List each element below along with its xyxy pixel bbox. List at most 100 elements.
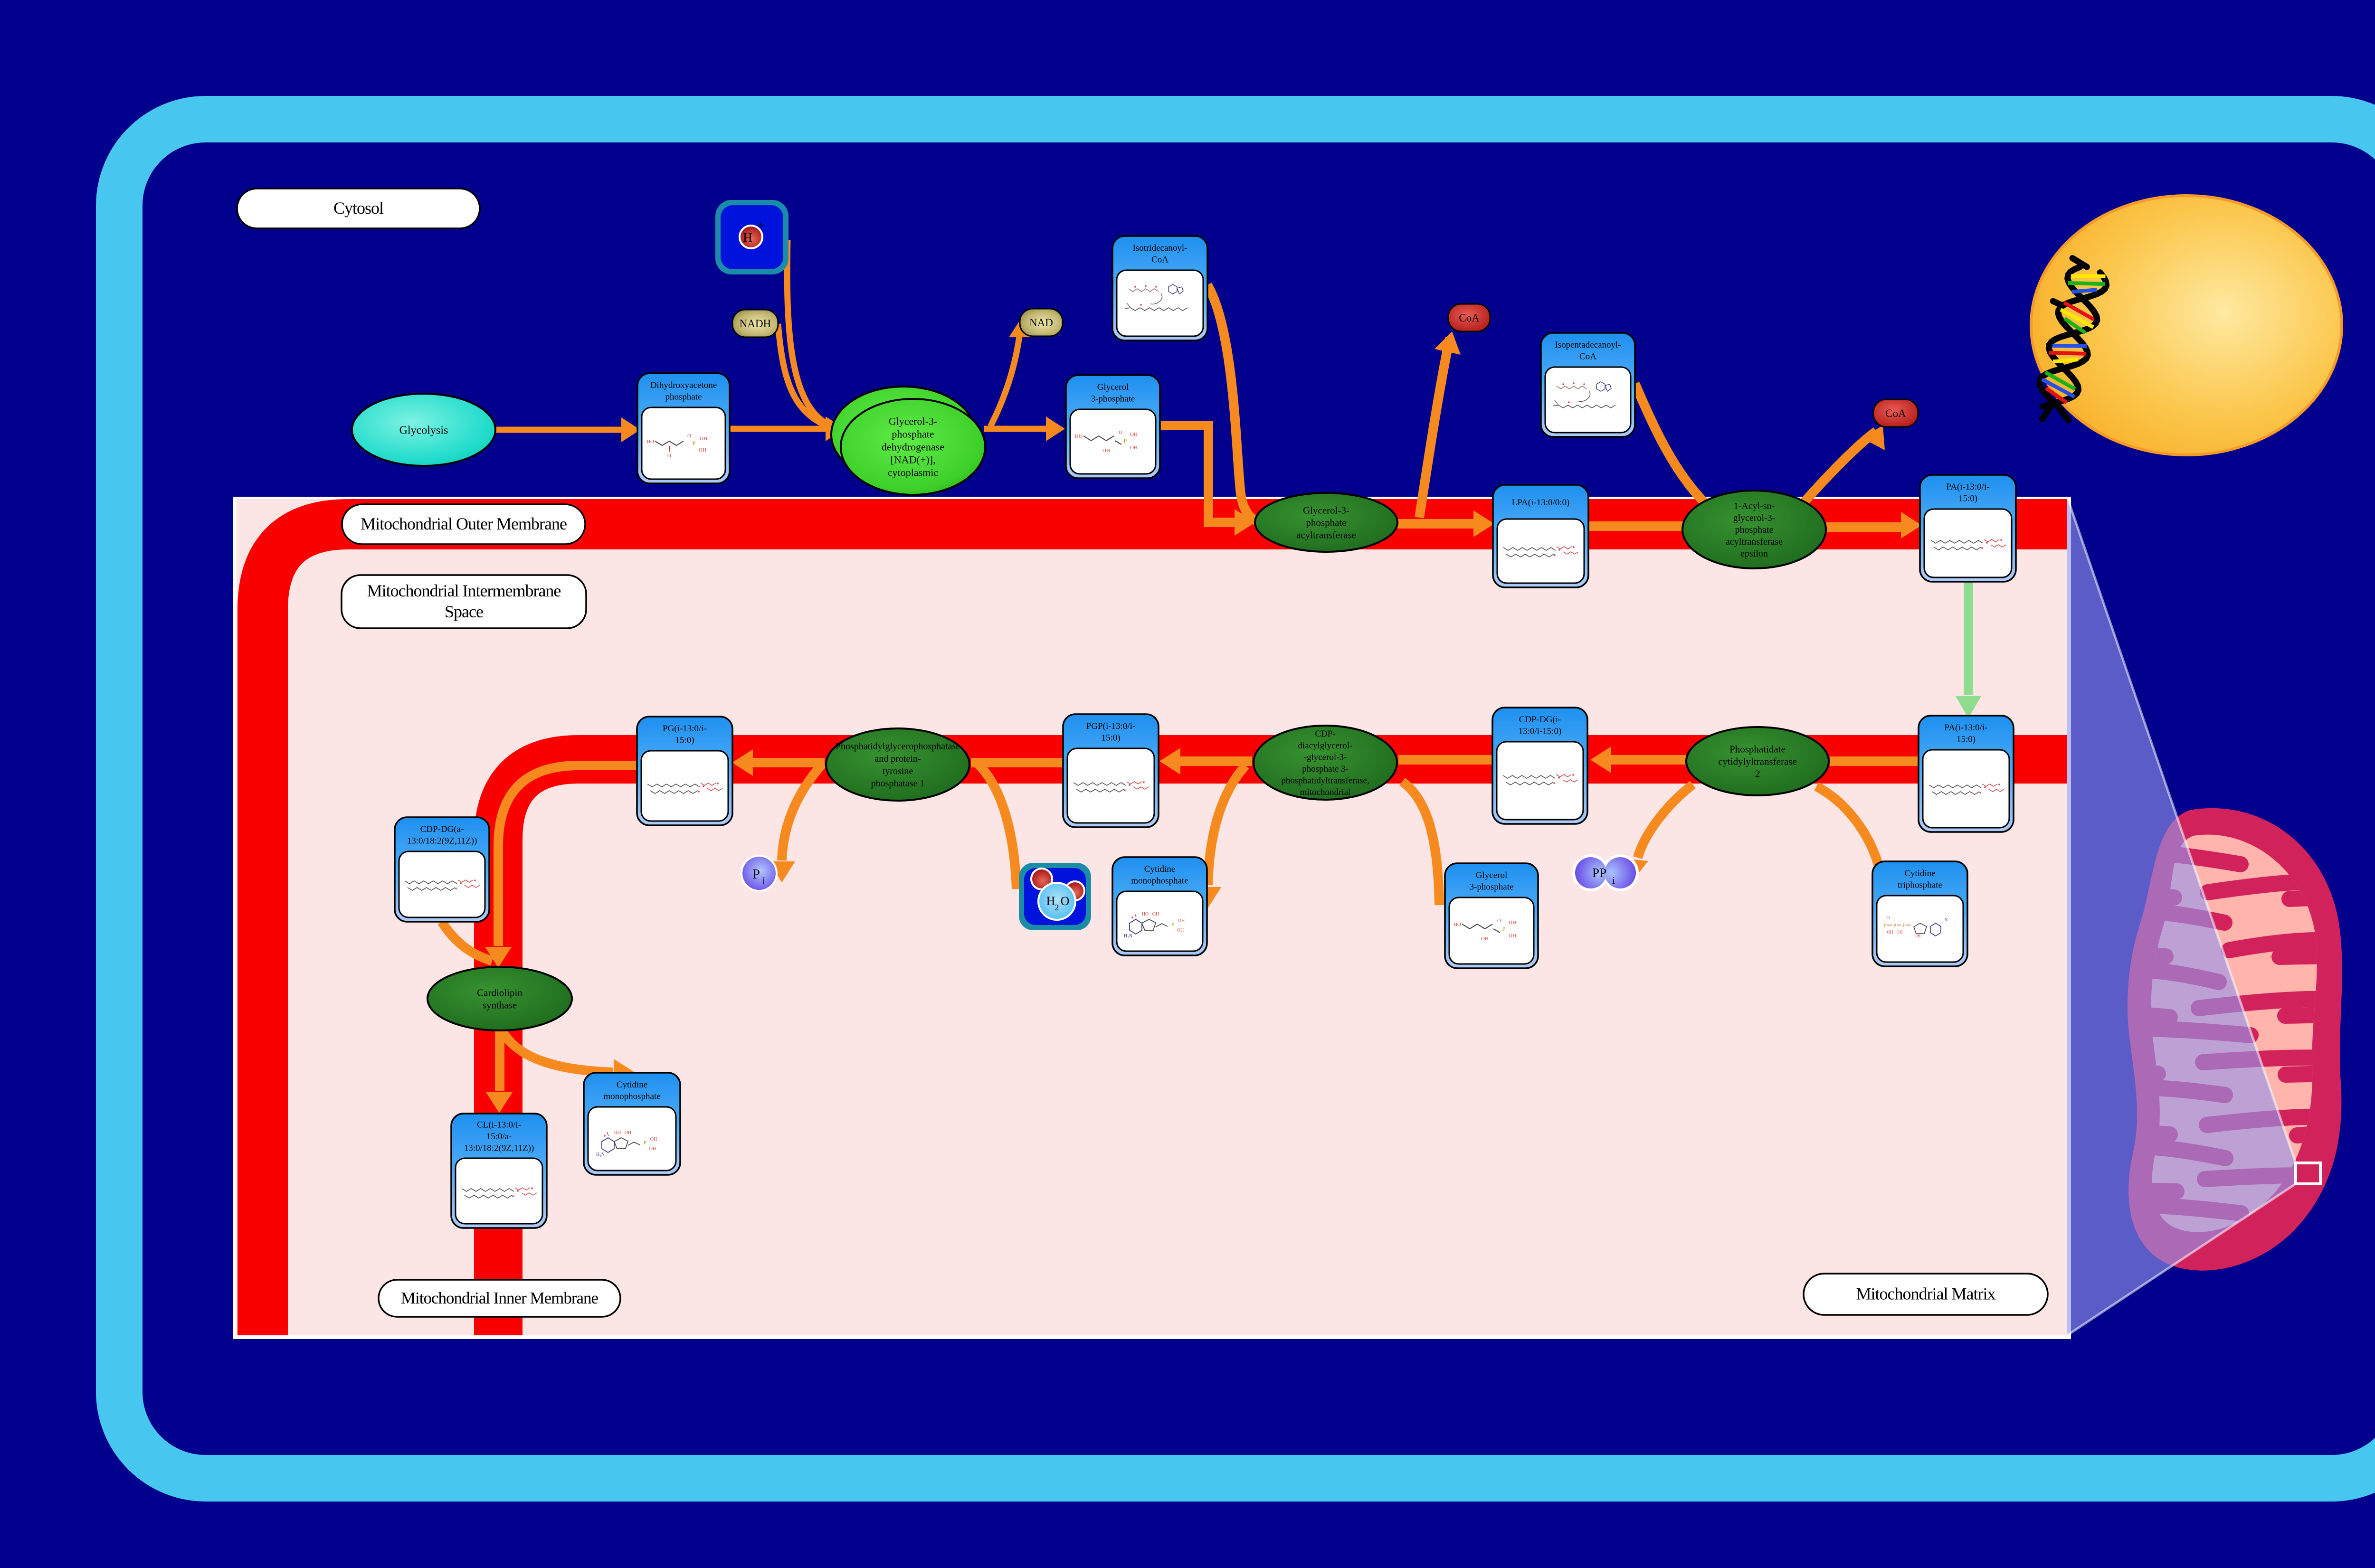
svg-text:CDP-DG(i-: CDP-DG(i- [1519,715,1561,725]
svg-text:15:0): 15:0) [1101,733,1120,743]
svg-text:Cytidine: Cytidine [1904,869,1935,878]
svg-text:OH: OH [1178,918,1185,924]
svg-text:phosphate: phosphate [665,392,702,402]
svg-text:P: P [1171,922,1174,927]
svg-text:Space: Space [445,602,483,621]
svg-text:OH: OH [1177,928,1184,933]
svg-text:PG(i-13:0/i-: PG(i-13:0/i- [663,724,707,734]
svg-text:Cardiolipin: Cardiolipin [477,987,522,998]
svg-text:dehydrogenase: dehydrogenase [882,441,944,453]
svg-text:OH: OH [650,1137,657,1142]
svg-text:monophosphate: monophosphate [1131,876,1188,886]
svg-text:Mitochondrial Outer Membrane: Mitochondrial Outer Membrane [361,514,567,533]
svg-text:CDP-: CDP- [1315,729,1335,739]
svg-text:P: P [752,867,760,882]
svg-text:+: + [757,217,765,233]
svg-text:OH: OH [1897,930,1903,935]
svg-text:synthase: synthase [483,999,517,1011]
svg-text:1-Acyl-sn-: 1-Acyl-sn- [1734,501,1775,511]
svg-text:OH: OH [649,1146,656,1152]
svg-text:mitochondrial: mitochondrial [1300,787,1351,797]
svg-text:3-phosphate: 3-phosphate [1091,394,1135,404]
svg-text:CoA: CoA [1885,407,1906,419]
svg-text:Cytidine: Cytidine [617,1080,647,1090]
svg-text:3-phosphate: 3-phosphate [1470,882,1514,892]
svg-text:15:0/a-: 15:0/a- [486,1132,512,1142]
svg-text:2: 2 [1755,768,1760,779]
svg-text:13:0/18:2(9Z,11Z)): 13:0/18:2(9Z,11Z)) [407,836,477,846]
svg-text:acyltransferase: acyltransferase [1296,529,1356,540]
svg-text:phosphatidyltransferase,: phosphatidyltransferase, [1281,776,1369,786]
svg-text:Mitochondrial Matrix: Mitochondrial Matrix [1856,1285,1996,1304]
svg-text:PA(i-13:0/i-: PA(i-13:0/i- [1946,482,1989,492]
svg-text:PGP(i-13:0/i-: PGP(i-13:0/i- [1086,721,1135,731]
svg-text:LPA(i-13:0/0:0): LPA(i-13:0/0:0) [1512,498,1570,508]
svg-text:OH: OH [1130,445,1138,451]
svg-text:CoA: CoA [1459,312,1480,324]
svg-text:H₂N: H₂N [596,1152,605,1157]
svg-text:OH: OH [700,436,707,442]
svg-text:i: i [762,875,765,887]
svg-text:tyrosine: tyrosine [883,766,913,776]
svg-text:H: H [743,230,752,245]
svg-text:CDP-DG(a-: CDP-DG(a- [420,824,464,834]
svg-text:Isopentadecanoyl-: Isopentadecanoyl- [1555,340,1621,350]
svg-text:Glycolysis: Glycolysis [399,424,448,436]
svg-text:epsilon: epsilon [1740,548,1768,559]
svg-text:Isotridecanoyl-: Isotridecanoyl- [1132,243,1187,253]
svg-text:HO: HO [1075,434,1083,439]
svg-text:Dihydroxyacetone: Dihydroxyacetone [650,380,717,390]
svg-text:O: O [667,453,671,459]
svg-text:Mitochondrial Inner Membrane: Mitochondrial Inner Membrane [401,1289,598,1307]
svg-text:Mitochondrial Intermembrane: Mitochondrial Intermembrane [367,581,561,600]
svg-text:P: P [1124,437,1127,444]
svg-text:OH: OH [699,447,706,453]
svg-text:OH: OH [1915,934,1921,938]
svg-text:P: P [1903,923,1906,928]
svg-text:P: P [1502,926,1506,932]
svg-text:Glycerol-3-: Glycerol-3- [1303,504,1349,516]
svg-text:PA(i-13:0/i-: PA(i-13:0/i- [1944,723,1987,733]
svg-text:cytidylyltransferase: cytidylyltransferase [1718,756,1797,767]
svg-text:Cytosol: Cytosol [333,198,384,217]
svg-text:P: P [644,1140,646,1146]
svg-text:OH: OH [1509,933,1516,939]
svg-text:glycerol-3-: glycerol-3- [1733,513,1776,523]
svg-text:OH: OH [1887,930,1893,935]
svg-text:phosphate: phosphate [1306,517,1346,528]
svg-text:NADH: NADH [740,318,771,330]
svg-text:OH: OH [1102,448,1110,453]
svg-text:HO: HO [1454,922,1461,927]
svg-text:diacylglycerol-: diacylglycerol- [1298,741,1352,751]
svg-text:CL(i-13:0/i-: CL(i-13:0/i- [477,1120,521,1130]
svg-text:O: O [1061,894,1070,908]
svg-text:Glycerol-3-: Glycerol-3- [889,416,938,427]
svg-text:OH: OH [1481,936,1489,942]
svg-text:cytoplasmic: cytoplasmic [888,467,939,479]
svg-text:13:0/i-15:0): 13:0/i-15:0) [1519,726,1562,736]
svg-text:Cytidine: Cytidine [1144,864,1175,874]
svg-text:HO: HO [1142,912,1149,917]
svg-text:phosphatase 1: phosphatase 1 [871,778,925,789]
svg-text:13:0/18:2(9Z,11Z)): 13:0/18:2(9Z,11Z)) [464,1143,534,1153]
svg-text:O: O [1887,916,1890,920]
svg-text:O: O [1497,918,1501,924]
svg-text:Phosphatidylglycerophosphatase: Phosphatidylglycerophosphatase [836,741,960,752]
svg-text:monophosphate: monophosphate [603,1091,660,1101]
svg-text:P: P [1893,923,1896,928]
svg-text:[NAD(+)],: [NAD(+)], [891,454,936,466]
svg-text:and protein-: and protein- [874,754,921,764]
svg-text:O: O [687,433,691,439]
svg-text:HO: HO [614,1130,621,1135]
svg-text:OH: OH [1130,432,1138,437]
svg-text:i: i [1612,875,1615,886]
svg-text:H₂N: H₂N [1124,934,1132,939]
svg-text:O: O [1119,430,1122,435]
svg-text:Glycerol: Glycerol [1097,382,1129,392]
svg-text:15:0): 15:0) [1957,734,1976,744]
svg-text:PP: PP [1592,866,1606,880]
svg-text:HO: HO [646,439,654,444]
svg-text:OH: OH [1509,920,1516,926]
svg-text:-glycerol-3-: -glycerol-3- [1304,752,1347,762]
svg-text:phosphate: phosphate [892,428,934,440]
